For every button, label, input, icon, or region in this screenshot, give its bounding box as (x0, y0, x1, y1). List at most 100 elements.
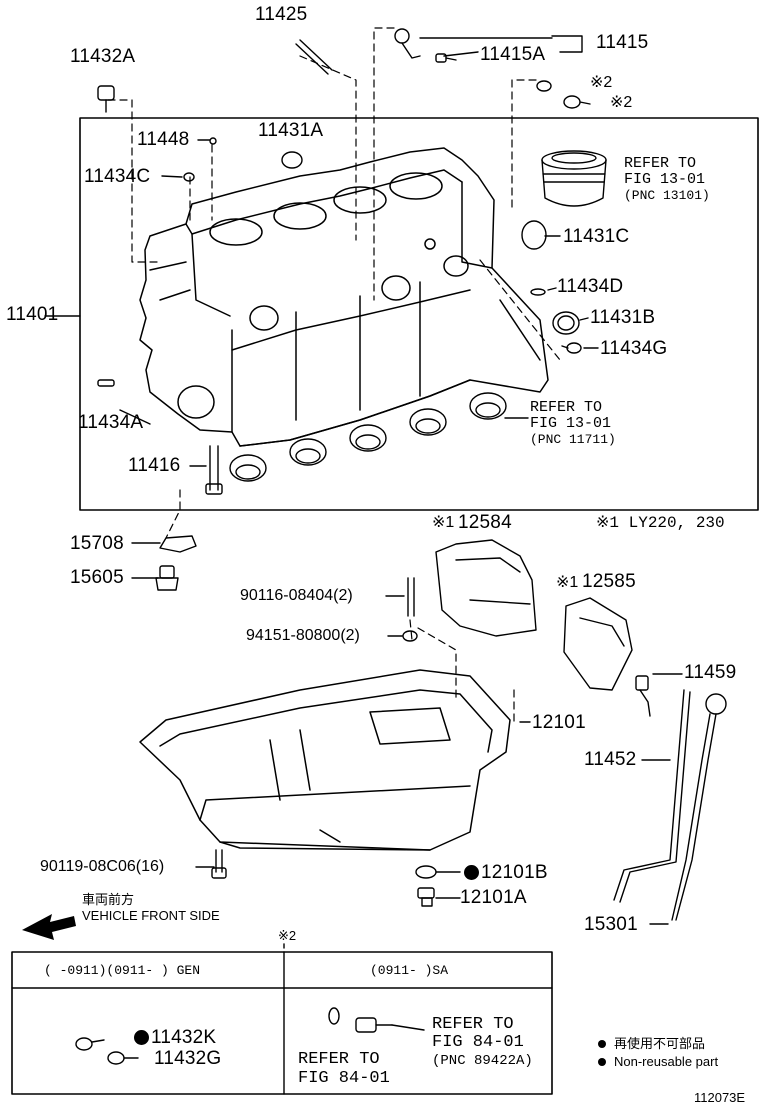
ref-bearing-line2: FIG 13-01 (530, 415, 612, 432)
label-12101B-text: 12101B (481, 862, 548, 883)
plug-11434C (183, 172, 195, 182)
block-frame (79, 117, 759, 511)
legend-jp: 再使用不可部品 (598, 1036, 705, 1051)
gasket-sensor (328, 1007, 340, 1025)
piston-outline (541, 150, 607, 207)
pin-11434A (97, 379, 115, 387)
ref-piston-line1: REFER TO (624, 155, 697, 172)
ref-sensor2-line2: FIG 84-01 (298, 1069, 390, 1088)
label-12584: 12584 (458, 512, 512, 533)
sub-table-right-header: (0911- )SA (370, 963, 449, 978)
ref-bearing: REFER TO FIG 13-01 (PNC 11711) (530, 400, 616, 448)
note-mark1-b: ※1 (556, 574, 579, 591)
ref-bearing-line3: (PNC 11711) (530, 432, 616, 447)
sub-table-frame (11, 951, 553, 1095)
sub-table-mark: ※2 (278, 928, 297, 943)
sensor-15605 (155, 565, 179, 591)
label-11401: 11401 (6, 304, 59, 325)
gasket-12101B (415, 865, 437, 879)
label-11431C: 11431C (563, 226, 630, 247)
sub-table-left-header: ( -0911)(0911- ) GEN (44, 963, 201, 978)
dipstick-15301 (671, 693, 727, 921)
bolt-90119 (211, 849, 227, 879)
union-11415 (394, 28, 421, 59)
ref-sensor1-line1: REFER TO (432, 1015, 514, 1034)
label-11431A: 11431A (258, 120, 324, 141)
ref-piston-line2: FIG 13-01 (624, 171, 706, 188)
front-en: VEHICLE FRONT SIDE (82, 908, 220, 923)
cylinder-block-outline (139, 147, 549, 447)
oil-pan-outline (139, 669, 511, 851)
label-11432A: 11432A (70, 46, 136, 67)
label-note2-a: ※2 (590, 74, 613, 91)
plug-11431C (521, 220, 547, 250)
label-11434D: 11434D (557, 276, 624, 297)
plug-11434G (561, 342, 582, 354)
nut-94151 (402, 630, 418, 642)
bearing-set (229, 392, 507, 482)
seal-11431B (552, 311, 580, 335)
plug-note2b (563, 95, 591, 109)
ref-piston: REFER TO FIG 13-01 (PNC 13101) (624, 156, 710, 204)
label-11459: 11459 (684, 662, 737, 683)
label-11448: 11448 (137, 129, 190, 150)
ref-sensor1: REFER TO FIG 84-01 (PNC 89422A) (432, 1016, 533, 1070)
ref-bearing-line1: REFER TO (530, 399, 603, 416)
bracket-11415 (551, 35, 583, 53)
non-reusable-dot-icon (598, 1040, 606, 1048)
front-arrow-icon (22, 914, 76, 940)
ref-sensor1-line2: FIG 84-01 (432, 1033, 524, 1052)
ref-sensor1-line3: (PNC 89422A) (432, 1053, 533, 1069)
stud-90116 (407, 577, 415, 617)
non-reusable-dot-icon (464, 865, 479, 880)
figure-id: 112073E (694, 1090, 746, 1105)
plug-11432G (107, 1051, 139, 1065)
label-note2-b: ※2 (610, 94, 633, 111)
legend-en: Non-reusable part (598, 1054, 718, 1069)
stud-11425 (295, 39, 333, 75)
bolt-11416 (205, 445, 223, 495)
baffle-12585 (563, 597, 633, 691)
plug-11448 (209, 137, 217, 145)
label-11425: 11425 (255, 4, 308, 25)
label-11415: 11415 (596, 32, 649, 53)
legend-en-text: Non-reusable part (614, 1054, 719, 1069)
baffle-12584 (435, 539, 537, 637)
label-11434A: 11434A (78, 412, 144, 433)
plug-11434D (530, 288, 546, 296)
label-15301: 15301 (584, 914, 638, 935)
label-12101B: 12101B (464, 862, 548, 884)
front-jp: 車両前方 (82, 892, 135, 907)
label-11432G: 11432G (154, 1048, 222, 1069)
label-94151: 94151-80800(2) (246, 627, 360, 644)
legend-jp-text: 再使用不可部品 (614, 1036, 706, 1051)
label-15708: 15708 (70, 533, 124, 554)
label-11431B: 11431B (590, 307, 656, 328)
ref-sensor2-line1: REFER TO (298, 1050, 380, 1069)
label-12585: 12585 (582, 571, 636, 592)
sensor-oil-pressure (355, 1017, 425, 1033)
label-11415A: 11415A (480, 44, 546, 65)
dipstick-guide-11452 (613, 675, 691, 903)
label-12101: 12101 (532, 712, 586, 733)
plug-note2a (536, 80, 552, 92)
label-11434C: 11434C (84, 166, 151, 187)
note-mark1: ※1 (432, 514, 455, 531)
label-11416: 11416 (128, 455, 181, 476)
label-90116: 90116-08404(2) (240, 587, 353, 604)
plug-11432K (75, 1037, 105, 1051)
model-note: ※1 LY220, 230 (596, 514, 725, 532)
label-15605: 15605 (70, 567, 124, 588)
label-11432K: 11432K (134, 1027, 216, 1049)
bolt-11432A (97, 85, 115, 113)
label-90119: 90119-08C06(16) (40, 858, 165, 875)
label-11452: 11452 (584, 749, 637, 770)
label-11434G: 11434G (600, 338, 668, 359)
bracket-15708 (159, 535, 197, 553)
plug-12101A (417, 887, 435, 907)
non-reusable-dot-icon (134, 1030, 149, 1045)
label-11432K-text: 11432K (151, 1027, 217, 1048)
bolt-11415A (435, 53, 457, 63)
ref-piston-line3: (PNC 13101) (624, 188, 710, 203)
